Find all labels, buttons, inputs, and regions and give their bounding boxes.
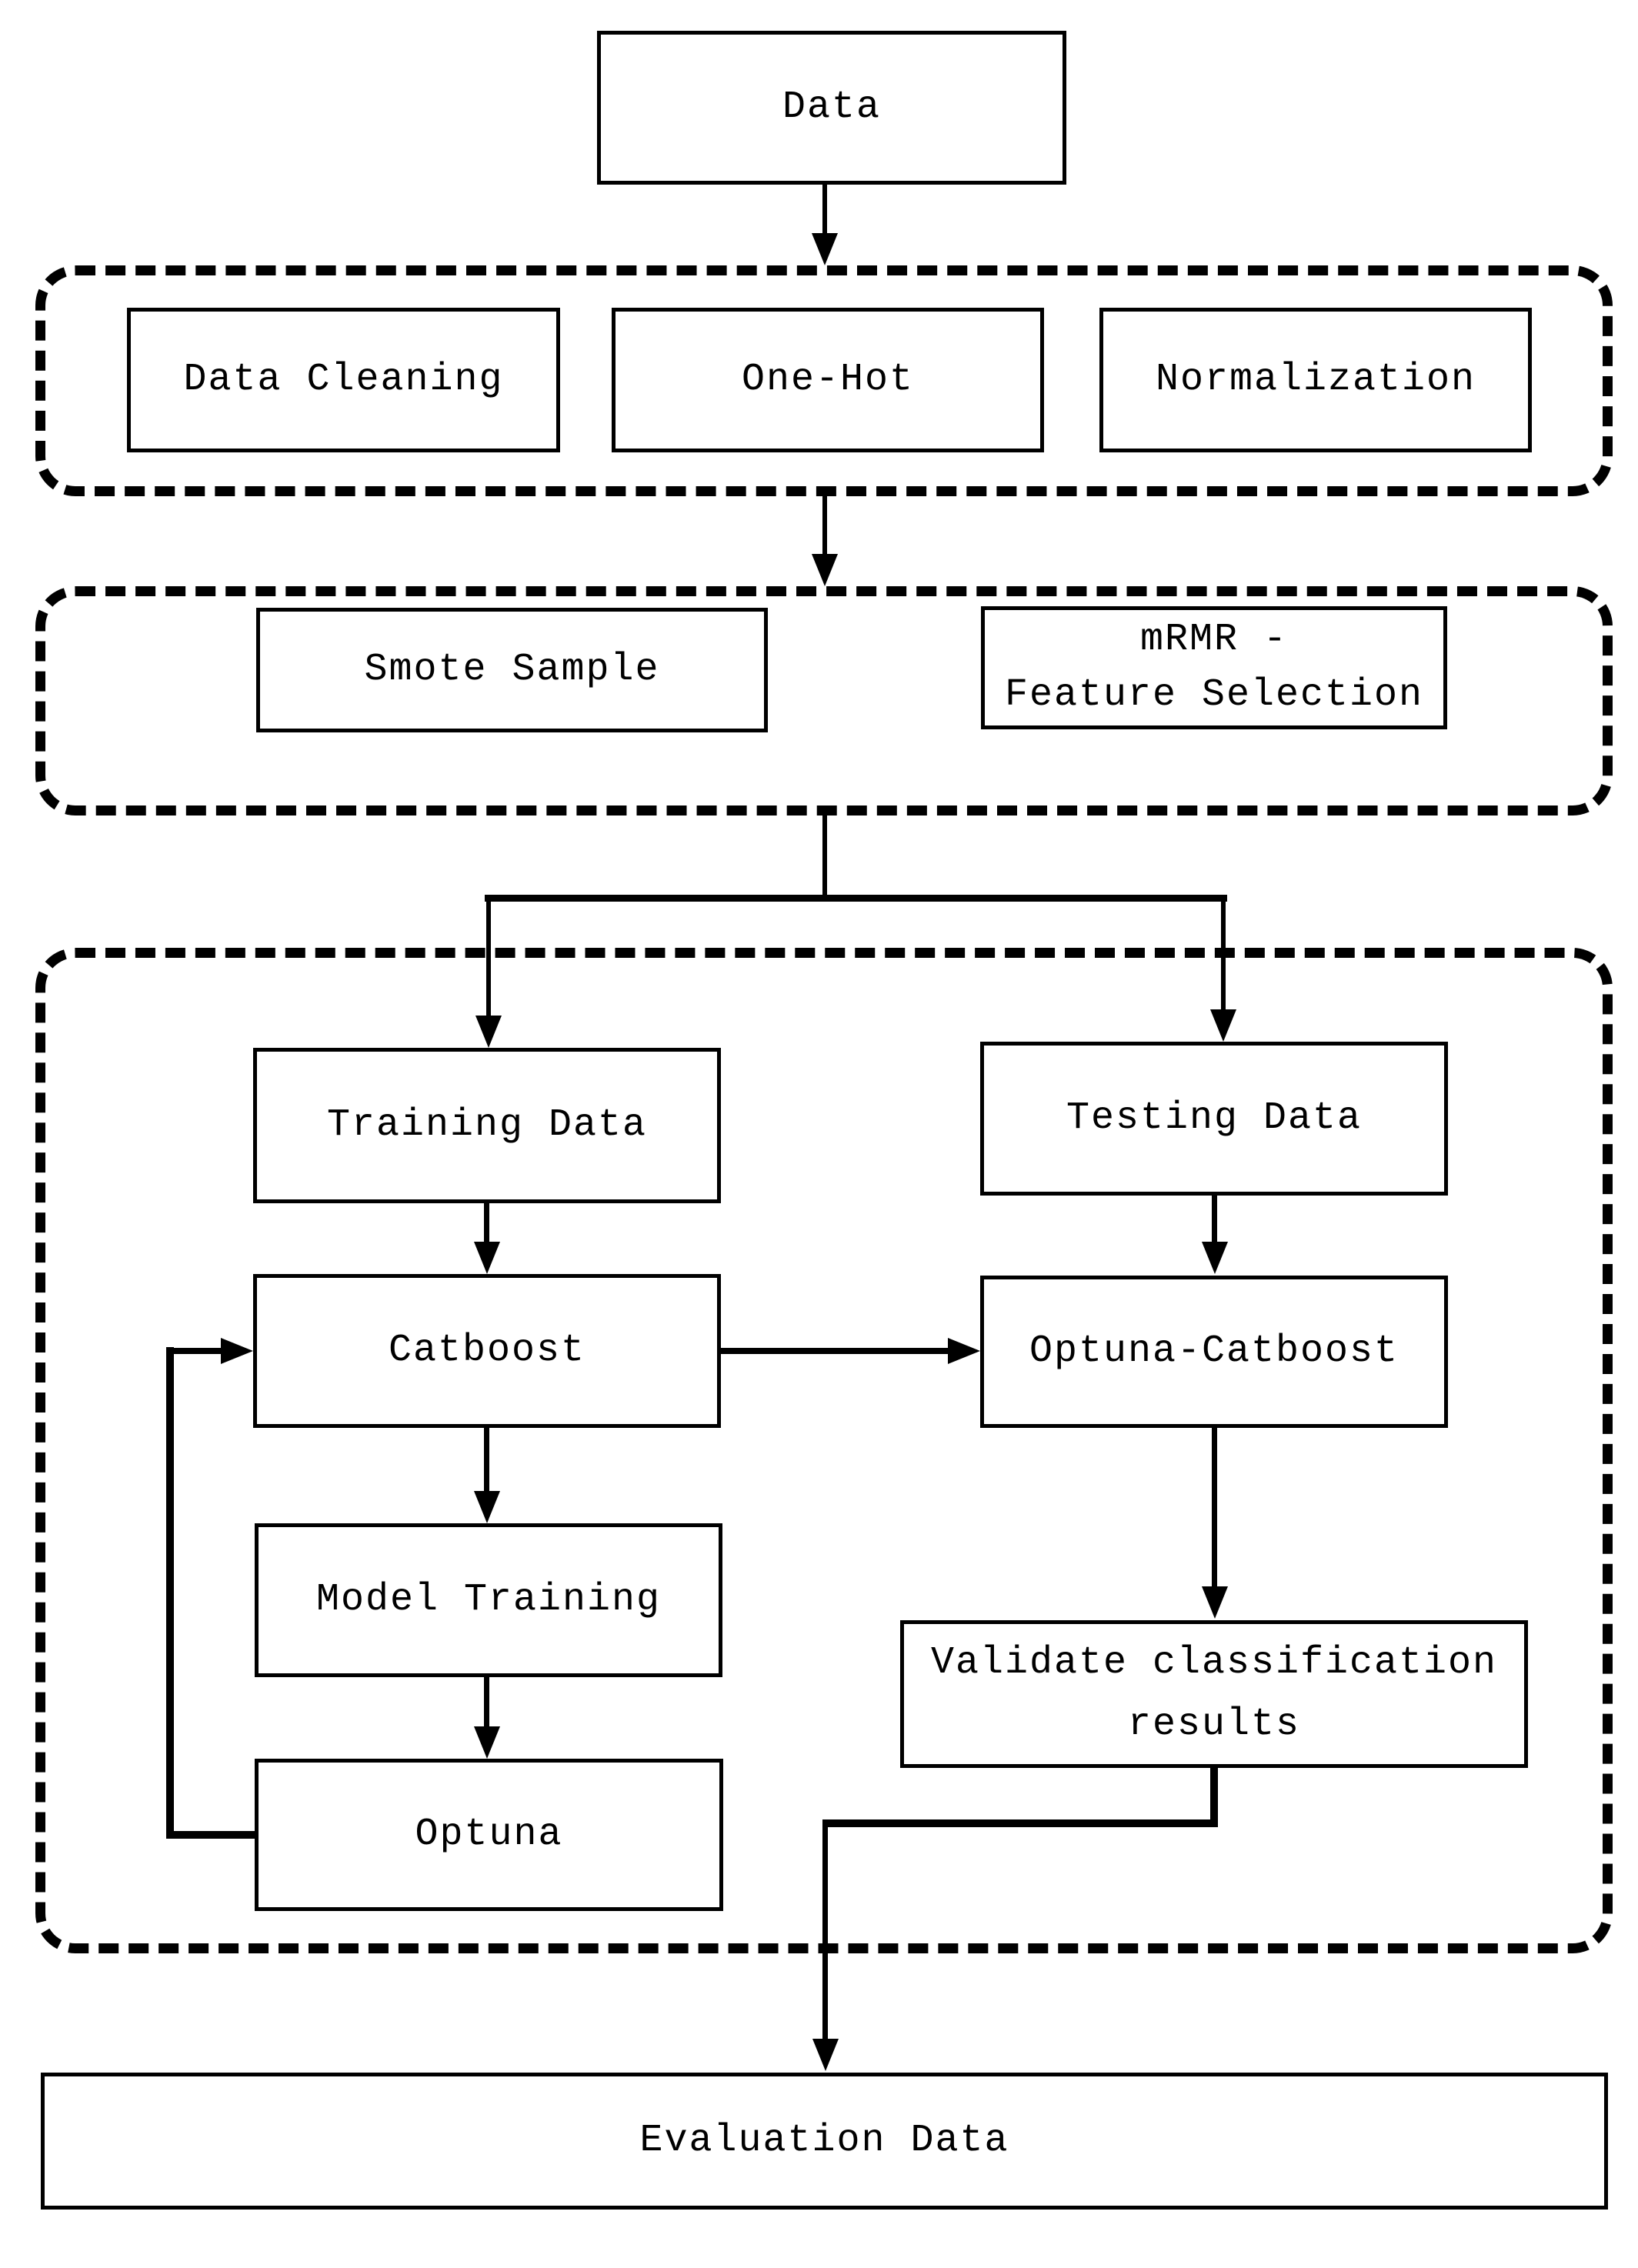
loop-optuna-bottom [166,1831,255,1839]
arrowhead-down-icon [812,554,838,586]
arrowhead-down-icon [812,233,838,265]
arrow-split-to-testing [1221,895,1226,1012]
node-model-training: Model Training [255,1523,722,1677]
arrowhead-down-icon [1202,1586,1228,1619]
arrow-split-to-training [486,895,491,1018]
arrowhead-down-icon [812,2039,839,2071]
arrow-optunacatboost-to-validate [1212,1428,1217,1591]
node-catboost: Catboost [253,1274,721,1428]
node-testing-data: Testing Data [980,1042,1448,1196]
arrow-preprocessing-to-sampling [822,496,827,558]
node-data: Data [597,31,1066,185]
arrow-data-to-preprocessing [822,183,827,237]
arrowhead-down-icon [1210,1009,1236,1042]
node-validate-results: Validate classification results [900,1620,1528,1768]
arrow-catboost-to-optunacatboost [719,1348,951,1354]
arrow-testing-to-optunacatboost [1212,1196,1217,1245]
sampling-feature-container [35,586,1613,815]
node-optuna-catboost: Optuna-Catboost [980,1276,1448,1428]
arrowhead-right-icon [948,1338,980,1364]
preprocessing-container [35,265,1613,496]
node-normalization: Normalization [1099,308,1532,452]
node-smote-sample: Smote Sample [256,608,768,732]
arrowhead-down-icon [1202,1242,1228,1274]
arrow-modeltraining-to-optuna [484,1677,489,1730]
arrowhead-right-icon [221,1338,253,1364]
node-training-data: Training Data [253,1048,721,1203]
split-bar [485,895,1227,902]
arrowhead-down-icon [474,1726,500,1759]
node-mrmr-feature-selection: mRMR - Feature Selection [981,606,1447,729]
node-one-hot: One-Hot [612,308,1044,452]
arrow-training-to-catboost [484,1203,489,1246]
node-evaluation-data: Evaluation Data [41,2073,1608,2210]
arrowhead-down-icon [474,1242,500,1274]
arrowhead-down-icon [474,1491,500,1523]
arrow-loop-to-catboost [171,1348,225,1354]
arrowhead-down-icon [475,1016,502,1048]
connector-validate-left [822,1819,1218,1827]
arrow-catboost-to-modeltraining [484,1428,489,1495]
connector-sampling-to-split [822,815,827,902]
arrow-to-evaluation [822,1827,828,2043]
connector-validate-down [1210,1768,1218,1827]
node-data-cleaning: Data Cleaning [127,308,560,452]
loop-optuna-vertical [166,1347,174,1839]
node-optuna: Optuna [255,1759,723,1911]
